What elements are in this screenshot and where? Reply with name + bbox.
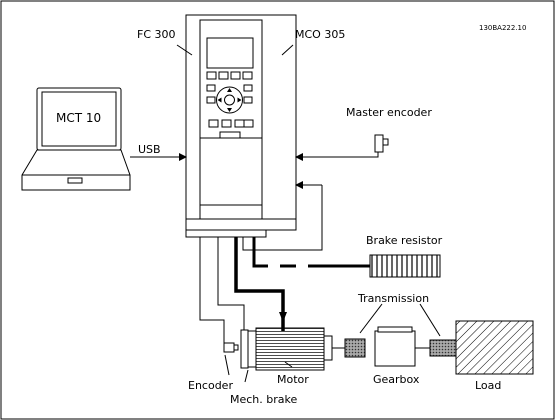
usb-label: USB xyxy=(138,143,161,156)
gearbox-label: Gearbox xyxy=(373,373,420,386)
fc300-label: FC 300 xyxy=(137,28,176,41)
motor-label: Motor xyxy=(277,373,309,386)
drive-unit xyxy=(185,14,297,238)
transmission-label: Transmission xyxy=(357,292,429,305)
mech-brake-label: Mech. brake xyxy=(230,393,297,406)
mech-brake-icon xyxy=(240,329,249,369)
mco305-label: MCO 305 xyxy=(295,28,345,41)
laptop-icon xyxy=(21,87,131,191)
figure-reference: 130BA222.10 xyxy=(479,24,526,32)
encoder-label: Encoder xyxy=(188,379,233,392)
keypad-buttons xyxy=(206,71,254,128)
motor-icon xyxy=(247,327,333,371)
navigation-wheel-icon xyxy=(216,86,243,114)
master-encoder-label: Master encoder xyxy=(346,106,432,119)
motor-power-cable xyxy=(234,237,285,331)
coupling-2-icon xyxy=(429,339,457,357)
brake-resistor-label: Brake resistor xyxy=(366,234,443,247)
connections xyxy=(130,152,379,343)
encoder-icon xyxy=(223,342,235,353)
mct10-label: MCT 10 xyxy=(56,111,101,125)
load-icon xyxy=(455,320,534,375)
master-encoder-icon xyxy=(374,134,389,153)
label-leaders xyxy=(176,44,441,383)
lcp-display xyxy=(206,37,254,69)
load-label: Load xyxy=(475,379,501,392)
gearbox-icon xyxy=(374,326,416,367)
brake-resistor-icon xyxy=(369,254,441,278)
coupling-1-icon xyxy=(344,338,366,358)
brake-resistor-cable xyxy=(252,237,370,268)
